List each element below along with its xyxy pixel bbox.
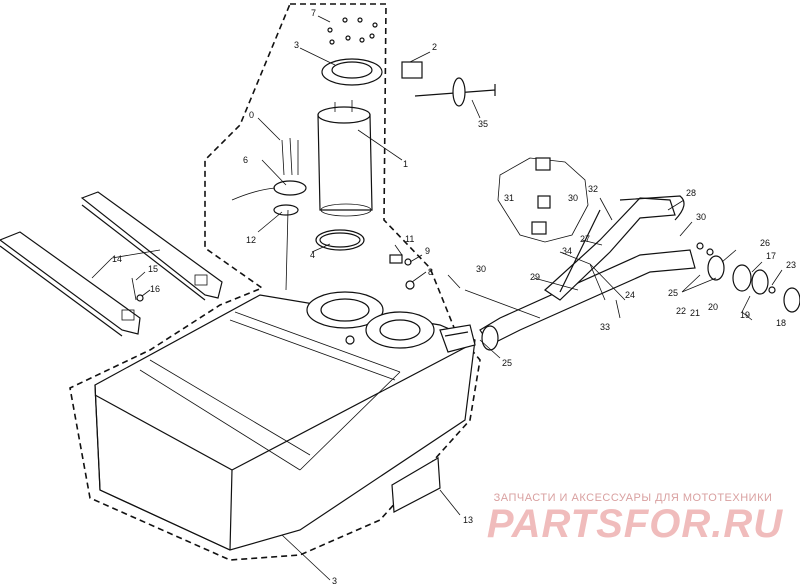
callout-27: 27 bbox=[580, 234, 590, 244]
pump-gasket bbox=[315, 229, 365, 251]
filler-cap-parts bbox=[696, 242, 800, 321]
callout-21: 21 bbox=[690, 308, 700, 318]
watermark-logo: PARTSFOR.RU bbox=[486, 502, 784, 546]
callout-0: 0 bbox=[249, 110, 254, 120]
callout-13: 13 bbox=[463, 515, 473, 525]
callout-28: 28 bbox=[686, 188, 696, 198]
callout-25-left: 25 bbox=[502, 358, 512, 368]
mounting-rails bbox=[0, 191, 223, 337]
callout-6: 6 bbox=[243, 155, 248, 165]
callout-26: 26 bbox=[760, 238, 770, 248]
grommet-9 bbox=[404, 258, 412, 266]
callout-3-bottom: 3 bbox=[332, 576, 337, 586]
valve-block bbox=[389, 254, 403, 264]
clamp-8 bbox=[405, 280, 415, 290]
callout-7: 7 bbox=[311, 8, 316, 18]
fuel-pump-module bbox=[317, 100, 373, 217]
callout-14: 14 bbox=[112, 254, 122, 264]
callout-12: 12 bbox=[246, 235, 256, 245]
callout-3-top: 3 bbox=[294, 40, 299, 50]
callout-22: 22 bbox=[676, 306, 686, 316]
callout-4: 4 bbox=[310, 250, 315, 260]
vent-valve-detail bbox=[497, 157, 589, 243]
tank-top-flanges bbox=[306, 291, 435, 349]
leader-lines bbox=[91, 15, 783, 581]
callout-33: 33 bbox=[600, 322, 610, 332]
nut-16 bbox=[136, 294, 144, 302]
callout-18: 18 bbox=[776, 318, 786, 328]
callout-24: 24 bbox=[625, 290, 635, 300]
tank-label-plate bbox=[391, 456, 441, 513]
callout-9: 9 bbox=[425, 246, 430, 256]
callout-15: 15 bbox=[148, 264, 158, 274]
callout-32: 32 bbox=[588, 184, 598, 194]
callout-31: 31 bbox=[504, 193, 514, 203]
callout-11: 11 bbox=[405, 234, 414, 244]
callout-29: 29 bbox=[530, 272, 540, 282]
filler-pipe-assembly bbox=[464, 195, 696, 351]
callout-30-right: 30 bbox=[696, 212, 706, 222]
fuel-level-sender bbox=[231, 137, 307, 291]
watermark-caption: ЗАПЧАСТИ И АКСЕССУАРЫ ДЛЯ МОТОТЕХНИКИ bbox=[493, 492, 773, 504]
callout-35: 35 bbox=[478, 119, 488, 129]
callout-30-top: 30 bbox=[568, 193, 578, 203]
callout-8: 8 bbox=[428, 267, 433, 277]
callout-20: 20 bbox=[708, 302, 718, 312]
callout-30-mid: 30 bbox=[476, 264, 486, 274]
pump-screws bbox=[327, 17, 378, 45]
callout-34: 34 bbox=[562, 246, 572, 256]
callout-25-right: 25 bbox=[668, 288, 678, 298]
callout-1: 1 bbox=[403, 159, 408, 169]
callout-19: 19 bbox=[740, 310, 750, 320]
callout-2: 2 bbox=[432, 42, 437, 52]
callout-17: 17 bbox=[766, 251, 776, 261]
callout-23: 23 bbox=[786, 260, 796, 270]
fuel-tank bbox=[94, 294, 476, 551]
callout-16: 16 bbox=[150, 284, 160, 294]
bracket-2 bbox=[401, 61, 423, 79]
pump-retaining-ring bbox=[321, 58, 383, 86]
bolt-15 bbox=[131, 277, 137, 301]
